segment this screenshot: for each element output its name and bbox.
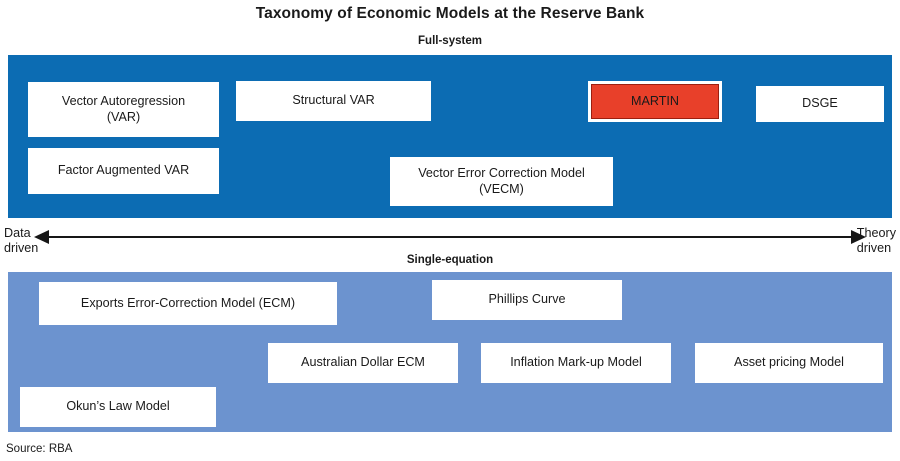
band-label-single-equation: Single-equation: [406, 254, 494, 266]
model-box[interactable]: Structural VAR: [236, 81, 431, 121]
model-box[interactable]: Asset pricing Model: [695, 343, 883, 383]
model-box[interactable]: DSGE: [756, 86, 884, 122]
model-box[interactable]: Inflation Mark-up Model: [481, 343, 671, 383]
single-equation-panel: Exports Error-Correction Model (ECM) Phil…: [8, 272, 892, 432]
axis-label-data-driven: Data driven: [4, 226, 39, 256]
model-box[interactable]: Exports Error-Correction Model (ECM): [39, 282, 337, 325]
model-box[interactable]: Phillips Curve: [432, 280, 622, 320]
model-box[interactable]: Vector Autoregression (VAR): [28, 82, 219, 137]
model-box[interactable]: MARTIN: [588, 81, 722, 122]
model-box[interactable]: Okun’s Law Model: [20, 387, 216, 427]
model-box[interactable]: Factor Augmented VAR: [28, 148, 219, 194]
band-label-full-system: Full-system: [418, 35, 482, 47]
full-system-panel: Vector Autoregression (VAR) Structural VA…: [8, 55, 892, 218]
model-box[interactable]: Vector Error Correction Model (VECM): [390, 157, 613, 206]
model-box[interactable]: Australian Dollar ECM: [268, 343, 458, 383]
axis-line: [48, 236, 852, 238]
arrow-left-icon: [34, 230, 49, 244]
axis-label-theory-driven: Theory driven: [856, 226, 896, 256]
source-note: Source: RBA: [6, 443, 73, 455]
arrow-right-icon: [851, 230, 866, 244]
page-title: Taxonomy of Economic Models at the Reser…: [255, 5, 645, 22]
spectrum-axis: Data driven Theory driven: [0, 218, 900, 272]
